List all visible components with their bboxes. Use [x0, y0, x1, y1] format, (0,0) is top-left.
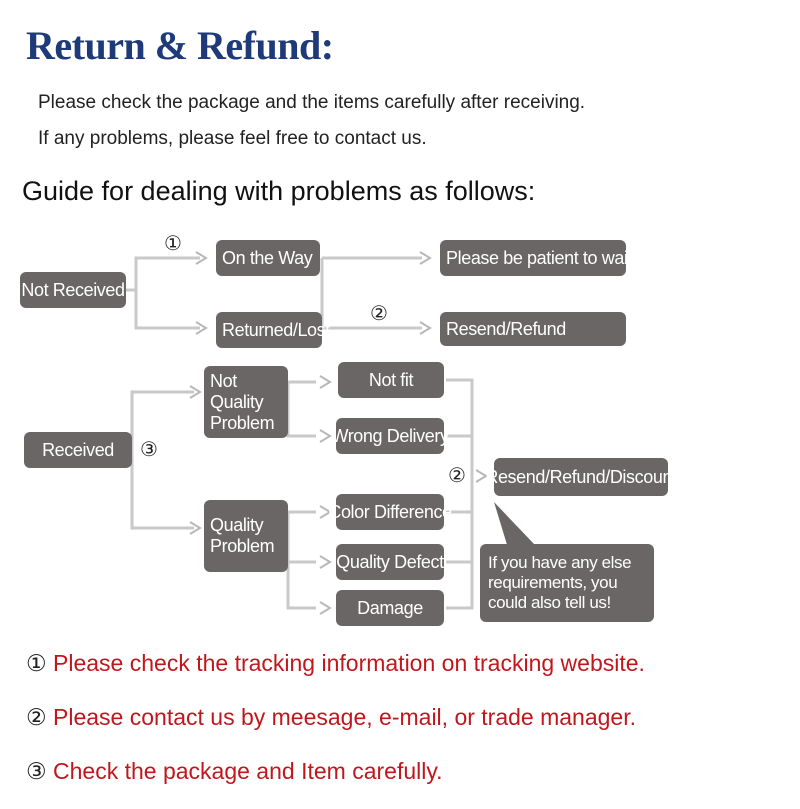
wrong-delivery-box: Wrong Delivery — [331, 418, 449, 454]
page-title: Return & Refund: — [26, 23, 334, 68]
quality-problem-box: Quality Problem — [204, 500, 288, 572]
not-quality-problem-box: Not Quality Problem — [204, 366, 288, 438]
note-2-number: ② — [26, 704, 47, 730]
step-mark-2: ② — [370, 303, 388, 325]
note-3-text: Check the package and Item carefully. — [53, 758, 443, 784]
be-patient-box: Please be patient to wait — [440, 240, 633, 276]
speech-bubble-tail — [494, 502, 534, 548]
on-the-way-box: On the Way — [216, 240, 320, 276]
damage-box: Damage — [336, 590, 444, 626]
not-fit-box: Not fit — [338, 362, 444, 398]
quality-defect-box: Quality Defect — [336, 544, 444, 580]
step-mark-1: ① — [164, 233, 182, 255]
intro-line-2: If any problems, please feel free to con… — [38, 128, 427, 149]
step-mark-2b: ② — [448, 465, 466, 487]
step-mark-3: ③ — [140, 439, 158, 461]
note-1-number: ① — [26, 650, 47, 676]
resend-refund-discount-box: Resend/Refund/Discount — [485, 458, 677, 496]
else-requirements-bubble: If you have any else requirements, you c… — [480, 544, 654, 622]
note-1-text: Please check the tracking information on… — [53, 650, 645, 676]
note-1: ① Please check the tracking information … — [26, 650, 645, 677]
returned-lost-box: Returned/Lost — [216, 312, 330, 348]
received-box: Received — [24, 432, 132, 468]
note-3: ③ Check the package and Item carefully. — [26, 758, 443, 785]
note-2-text: Please contact us by meesage, e-mail, or… — [53, 704, 636, 730]
resend-refund-box: Resend/Refund — [440, 312, 626, 346]
note-2: ② Please contact us by meesage, e-mail, … — [26, 704, 636, 731]
note-3-number: ③ — [26, 758, 47, 784]
intro-line-1: Please check the package and the items c… — [38, 92, 586, 113]
guide-heading: Guide for dealing with problems as follo… — [22, 176, 536, 206]
color-difference-box: Color Difference — [328, 494, 452, 530]
not-received-box: Not Received — [20, 272, 126, 308]
